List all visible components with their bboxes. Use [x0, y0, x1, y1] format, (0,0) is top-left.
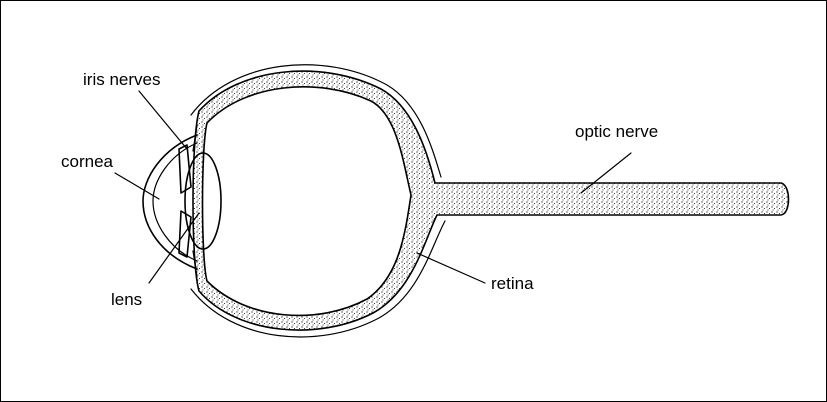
leader-iris-nerves: [139, 91, 187, 149]
leader-retina: [417, 253, 485, 283]
label-iris-nerves: iris nerves: [83, 70, 160, 89]
label-optic-nerve: optic nerve: [575, 122, 658, 141]
label-retina: retina: [491, 274, 534, 293]
label-cornea: cornea: [61, 152, 114, 171]
label-lens: lens: [111, 290, 142, 309]
leader-lens: [149, 213, 199, 283]
leader-cornea: [115, 173, 159, 199]
cornea-outline: [143, 135, 197, 269]
